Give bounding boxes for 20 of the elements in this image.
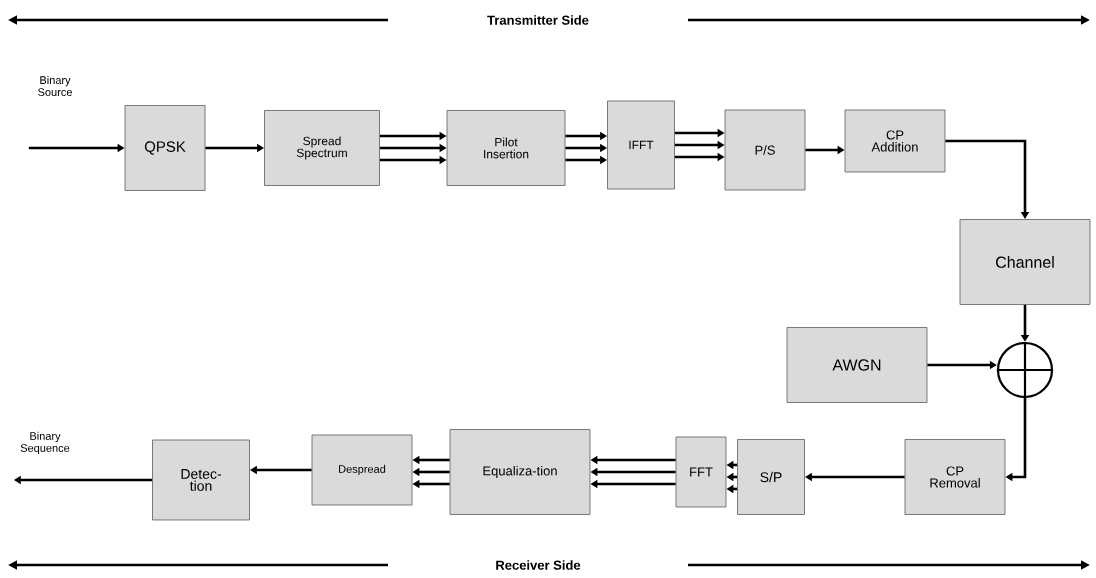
process-box: CP Addition (844, 109, 946, 173)
process-box: CP Removal (904, 439, 1006, 515)
process-box: AWGN (786, 327, 928, 403)
process-box: P/S (724, 109, 806, 191)
process-box: Despread (311, 434, 413, 506)
arrow (945, 139, 1030, 219)
side-label: Transmitter Side (487, 15, 589, 25)
side-label: Receiver Side (496, 560, 581, 570)
process-box: Spread Spectrum (264, 110, 380, 186)
signal-label: Binary Source (38, 75, 72, 97)
process-box: Channel (959, 219, 1091, 305)
process-box: QPSK (124, 105, 206, 191)
process-box: IFFT (607, 100, 675, 190)
signal-label: Binary Sequence (20, 431, 70, 455)
process-box: Detec-tion (152, 439, 250, 521)
process-box: FFT (675, 436, 727, 508)
process-box: S/P (737, 439, 805, 515)
process-box: Pilot Insertion (446, 110, 566, 186)
process-box: Equaliza-tion (449, 429, 591, 515)
summing-junction (995, 340, 1055, 400)
